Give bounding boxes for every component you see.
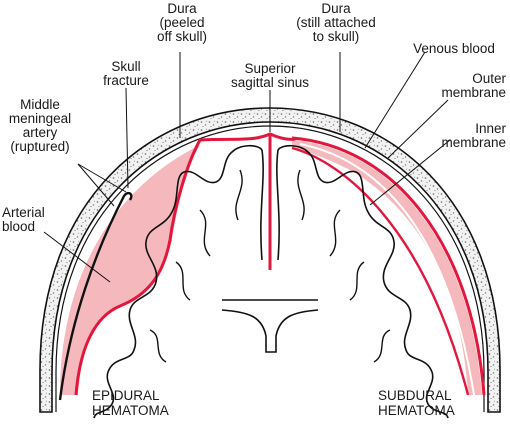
- caption-subdural-hematoma: SUBDURAL HEMATOMA: [378, 388, 455, 418]
- right-sulci: [297, 169, 391, 363]
- label-inner-membrane: Inner membrane: [441, 121, 506, 150]
- corpus-callosum: [221, 299, 319, 353]
- label-venous-blood: Venous blood: [413, 41, 495, 56]
- label-dura-peeled: Dura (peeled off skull): [156, 1, 208, 44]
- right-hemisphere: [276, 144, 449, 419]
- left-hemisphere: [93, 144, 264, 419]
- caption-epidural-hematoma: EPIDURAL HEMATOMA: [92, 388, 169, 418]
- left-sulci: [149, 169, 243, 363]
- label-skull-fracture: Skull fracture: [103, 59, 149, 88]
- label-middle-meningeal-artery: Middle meningeal artery (ruptured): [8, 97, 72, 154]
- epidural-hematoma-blood: [60, 145, 200, 395]
- label-superior-sagittal-sinus: Superior sagittal sinus: [230, 61, 310, 90]
- middle-meningeal-artery: [58, 191, 133, 401]
- outer-membrane-line: [299, 143, 475, 396]
- label-outer-membrane: Outer membrane: [441, 71, 506, 100]
- peeled-dura: [74, 139, 202, 396]
- label-dura-attached: Dura (still attached to skull): [296, 1, 376, 44]
- skull: [39, 107, 501, 413]
- attached-dura: [291, 136, 486, 396]
- leader-lines: [43, 51, 451, 283]
- superior-sagittal-sinus: [199, 132, 296, 142]
- label-arterial-blood: Arterial blood: [2, 205, 45, 234]
